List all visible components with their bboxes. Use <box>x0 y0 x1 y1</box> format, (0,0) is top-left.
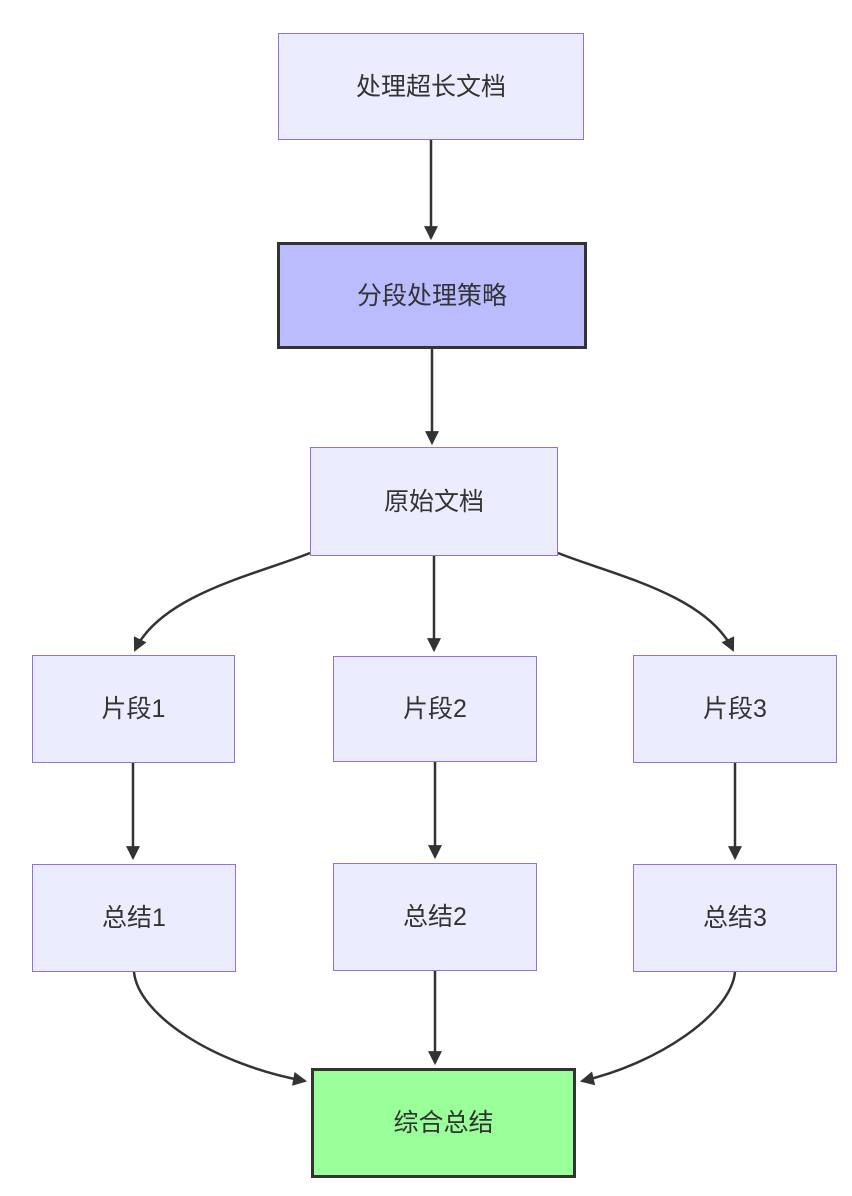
node-summary-1: 总结1 <box>32 864 236 972</box>
node-label: 总结1 <box>102 904 166 932</box>
node-process-long-document: 处理超长文档 <box>278 33 584 140</box>
node-fragment-3: 片段3 <box>633 655 837 763</box>
node-fragment-2: 片段2 <box>333 656 537 762</box>
node-label: 片段1 <box>101 695 166 723</box>
node-label: 片段3 <box>703 695 767 723</box>
node-fragment-1: 片段1 <box>32 655 235 763</box>
node-combined-summary: 综合总结 <box>311 1068 576 1178</box>
node-summary-2: 总结2 <box>333 863 537 971</box>
node-label: 片段2 <box>403 695 467 723</box>
node-segmentation-strategy: 分段处理策略 <box>277 242 587 349</box>
edge-g-j <box>132 971 308 1086</box>
node-summary-3: 总结3 <box>633 864 837 972</box>
edge-i-j <box>579 971 737 1086</box>
edge-c-f <box>557 551 735 652</box>
node-label: 总结2 <box>403 903 467 931</box>
node-original-document: 原始文档 <box>310 447 558 556</box>
node-label: 总结3 <box>703 904 767 932</box>
node-label: 原始文档 <box>383 487 484 516</box>
node-label: 分段处理策略 <box>356 281 507 310</box>
edge-c-d <box>133 551 311 652</box>
node-label: 综合总结 <box>393 1109 494 1137</box>
node-label: 处理超长文档 <box>355 72 506 101</box>
